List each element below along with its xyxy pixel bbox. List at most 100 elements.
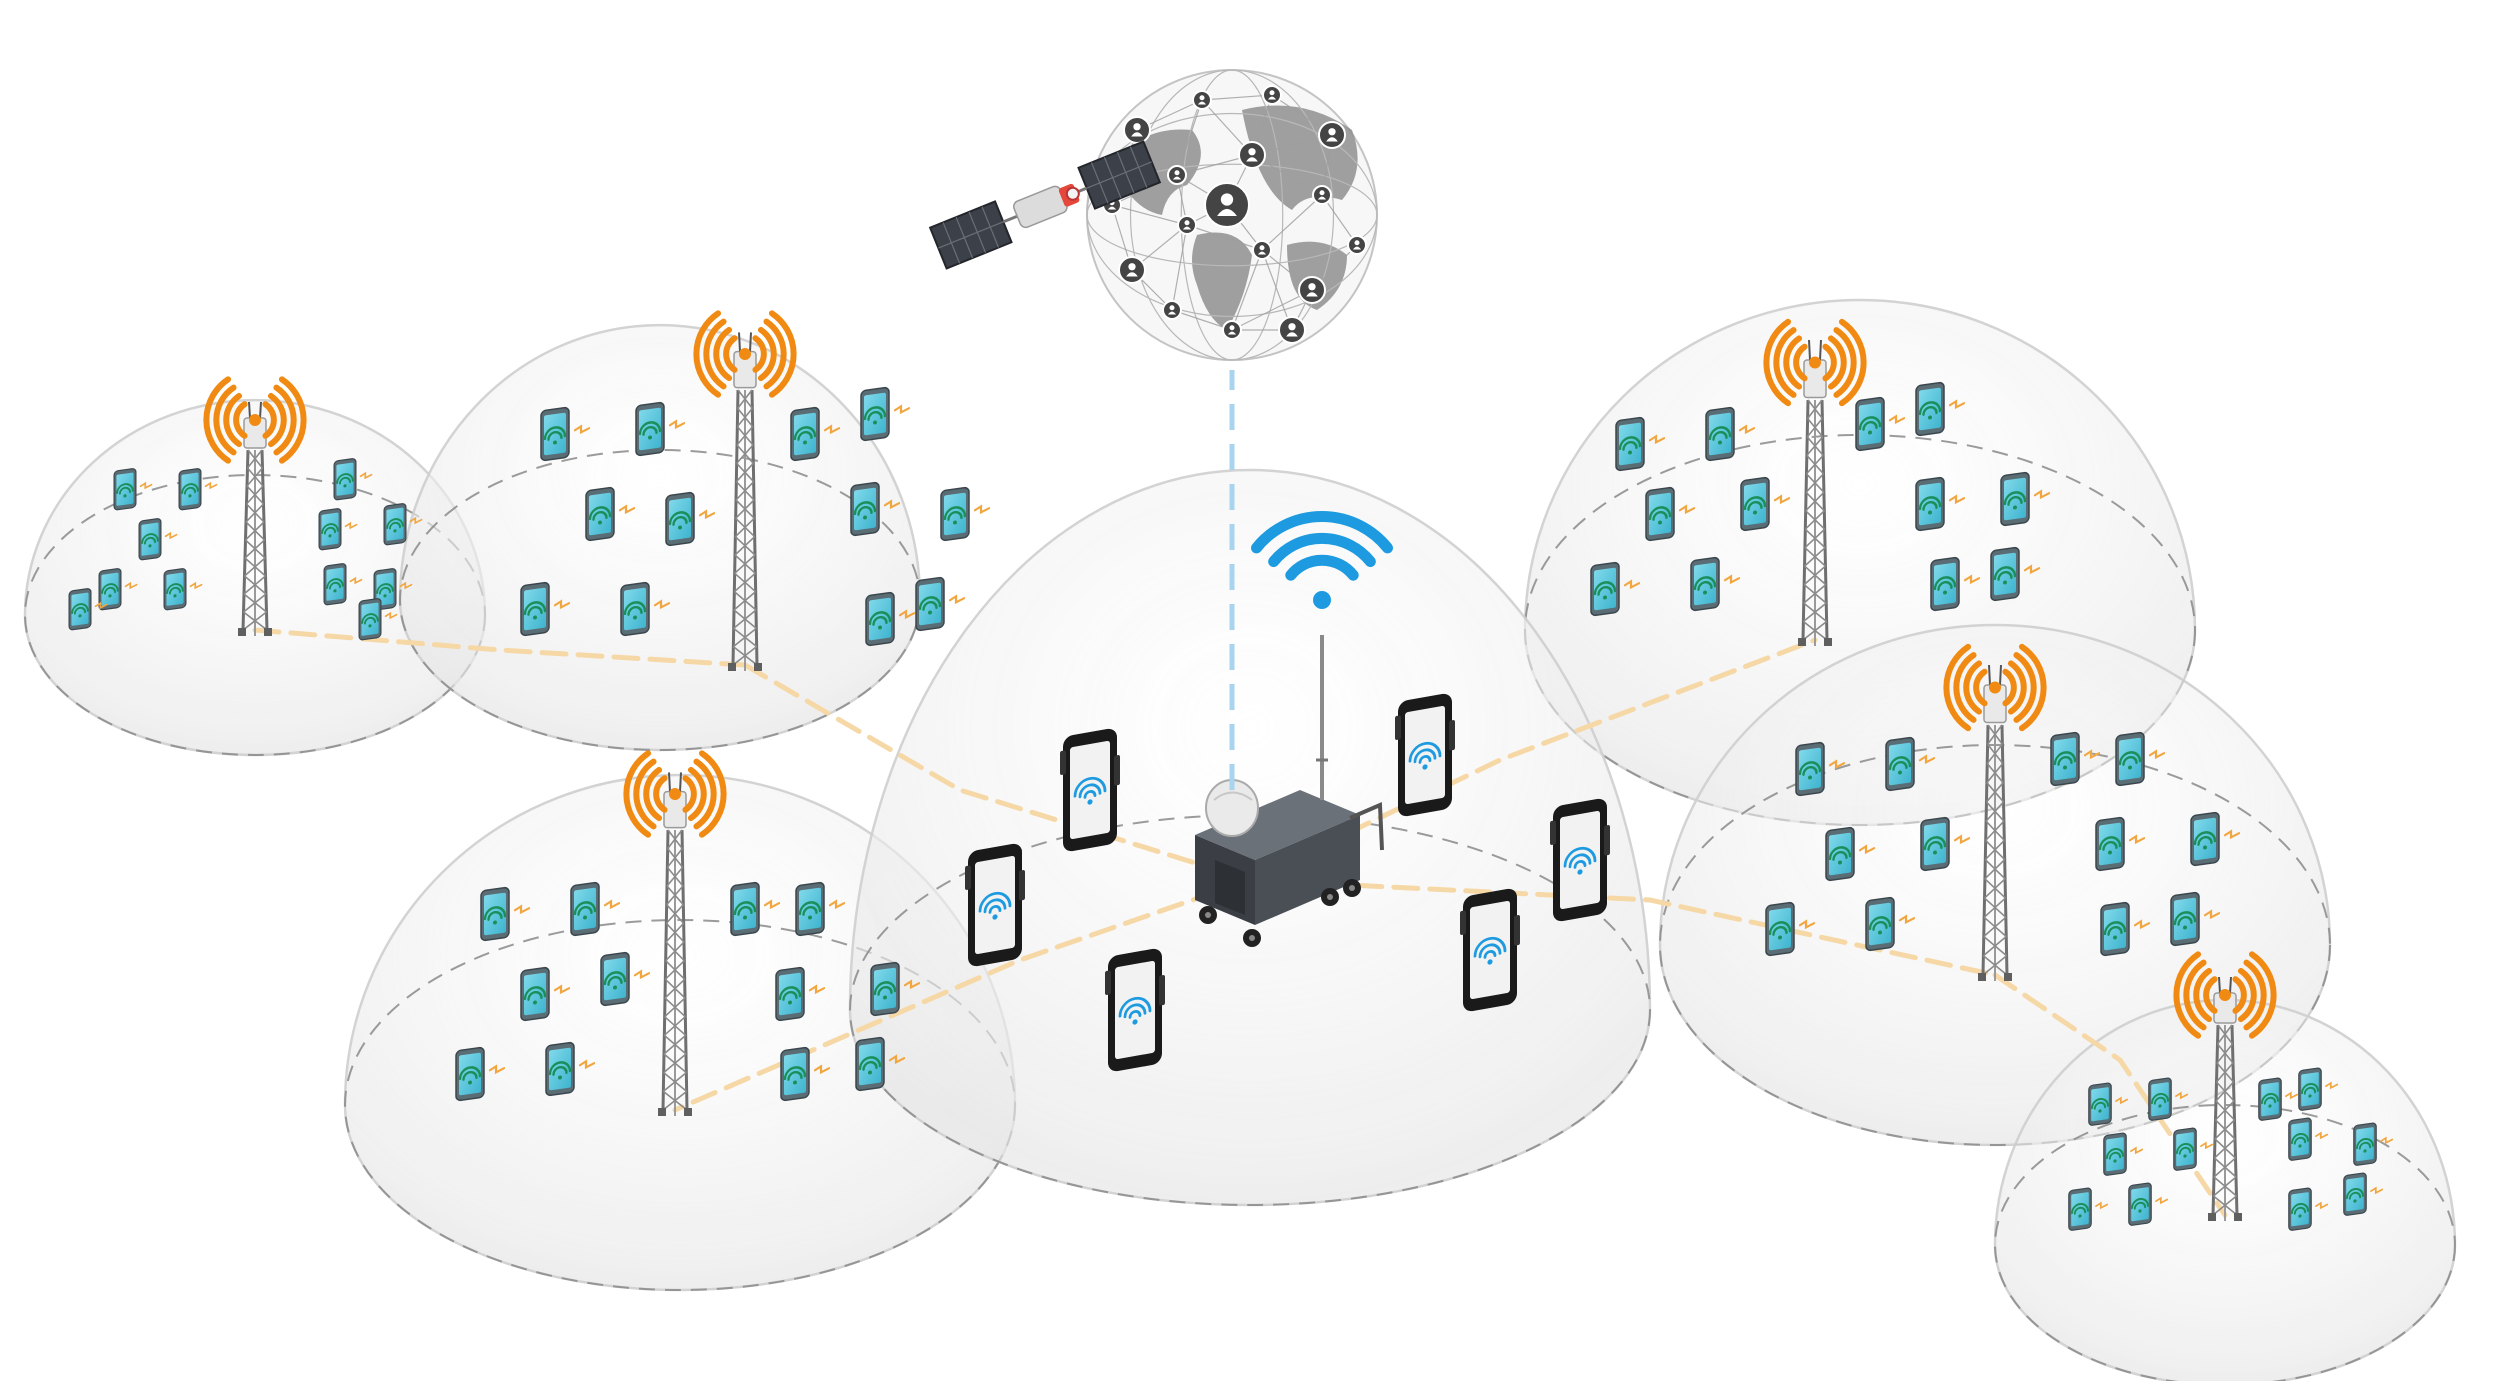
- wifi-arc: [376, 583, 394, 594]
- rugged-phone-icon: [1060, 728, 1120, 852]
- rugged-phone-screen: [1560, 810, 1600, 910]
- user-glyph-head: [1220, 193, 1234, 206]
- wifi-arc: [1872, 921, 1888, 931]
- signal-tick: [2380, 1136, 2394, 1145]
- phone-screen: [101, 572, 119, 606]
- tower-brace: [2213, 1157, 2237, 1178]
- wifi-dot: [1878, 930, 1882, 935]
- wifi-arc: [2098, 836, 2122, 851]
- phone-screen: [321, 512, 339, 546]
- tower-foot: [2208, 1213, 2216, 1221]
- signal-arc-left: [1793, 343, 1808, 382]
- wifi-arc: [627, 606, 643, 616]
- wifi-arc: [71, 603, 89, 614]
- signal-tick: [1918, 754, 1936, 765]
- smartphone-icon: [520, 581, 571, 637]
- wifi-arc: [321, 523, 339, 534]
- signal-arc-left: [203, 376, 232, 464]
- smartphone-icon: [635, 401, 686, 457]
- smartphone-icon: [333, 458, 373, 501]
- signal-arc-right: [267, 392, 287, 448]
- tower-brace: [1806, 436, 1824, 456]
- dish-highlight: [1213, 791, 1253, 801]
- wifi-arc: [988, 905, 1002, 914]
- phone-screen: [1994, 552, 2016, 596]
- phone-screen: [869, 597, 891, 641]
- wifi-dot: [2113, 935, 2117, 940]
- smartphone-icon: [1855, 396, 1906, 452]
- wifi-arc: [1073, 776, 1107, 798]
- user-glyph-body: [1197, 101, 1207, 105]
- tower-brace: [734, 536, 756, 556]
- user-glyph-body: [1286, 332, 1298, 337]
- wifi-dot: [148, 544, 152, 548]
- wifi-arc: [2053, 751, 2077, 766]
- tower-brace: [244, 557, 267, 577]
- tower-foot: [1978, 973, 1986, 981]
- wifi-arc: [116, 483, 134, 494]
- wifi-arc: [2153, 1096, 2167, 1105]
- smartphone-icon: [620, 581, 671, 637]
- wifi-arc: [778, 986, 802, 1001]
- cart-wheel-hub: [1249, 935, 1255, 941]
- tower-brace: [1985, 839, 2006, 861]
- antenna-whip: [1819, 339, 1822, 361]
- smartphone-icon: [1645, 486, 1696, 542]
- wifi-dot: [2108, 850, 2112, 855]
- signal-tick: [2128, 834, 2146, 845]
- wifi-arc: [1933, 576, 1957, 591]
- signal-tick: [399, 581, 413, 590]
- wifi-arc: [623, 601, 647, 616]
- smartphone-icon: [775, 966, 826, 1022]
- cart-panel: [1215, 860, 1245, 915]
- smartphone-icon: [1740, 476, 1791, 532]
- wifi-arc: [2073, 1206, 2087, 1215]
- tower-brace: [246, 467, 264, 487]
- signal-arc-right: [752, 335, 767, 373]
- tower-brace: [1803, 584, 1827, 604]
- central-unit: [965, 510, 1610, 1072]
- broadcast-waves-icon: [1943, 643, 2047, 732]
- wifi-arc: [877, 986, 893, 996]
- phone-screen: [524, 587, 546, 631]
- signal-tick: [1948, 399, 1966, 410]
- phone-screen: [779, 972, 801, 1016]
- signal-arc-right: [2248, 951, 2277, 1039]
- tower-foot: [728, 663, 736, 671]
- wifi-dot: [803, 440, 807, 445]
- phone-screen: [2346, 1177, 2364, 1212]
- signal-tick: [2223, 829, 2241, 840]
- smartphone-icon: [545, 1041, 596, 1097]
- signal-dot: [249, 414, 261, 426]
- tower-brace: [733, 591, 757, 611]
- signal-arc-right: [2007, 660, 2027, 715]
- rugged-phone-button: [1019, 870, 1025, 901]
- wifi-dot: [883, 995, 887, 1000]
- smartphone-icon: [1920, 816, 1971, 872]
- wifi-dot: [533, 1000, 537, 1005]
- smartphone-icon: [2353, 1122, 2394, 1166]
- signal-tick: [1623, 579, 1641, 590]
- signal-tick: [653, 599, 671, 610]
- wifi-arc: [2303, 1086, 2317, 1095]
- user-glyph-body: [1107, 206, 1117, 210]
- phone-screen: [1889, 742, 1911, 786]
- phone-screen: [1649, 492, 1671, 536]
- wifi-arc: [462, 1071, 478, 1081]
- signal-tick: [513, 904, 531, 915]
- tower-leg: [2000, 724, 2009, 976]
- tower-brace: [737, 407, 754, 428]
- tower-brace: [735, 517, 756, 538]
- wifi-dot: [2353, 1199, 2357, 1203]
- smartphone-icon: [2050, 731, 2101, 787]
- wifi-dot: [1313, 591, 1331, 609]
- wifi-arc: [2003, 491, 2027, 506]
- wifi-dot: [2298, 1144, 2302, 1148]
- signal-tick: [2095, 1201, 2109, 1210]
- wifi-arc: [642, 426, 658, 436]
- signal-arc-left: [1973, 668, 1988, 707]
- user-glyph-body: [1257, 251, 1267, 255]
- rugged-phone-button: [1105, 970, 1111, 995]
- cart-top: [1195, 790, 1360, 860]
